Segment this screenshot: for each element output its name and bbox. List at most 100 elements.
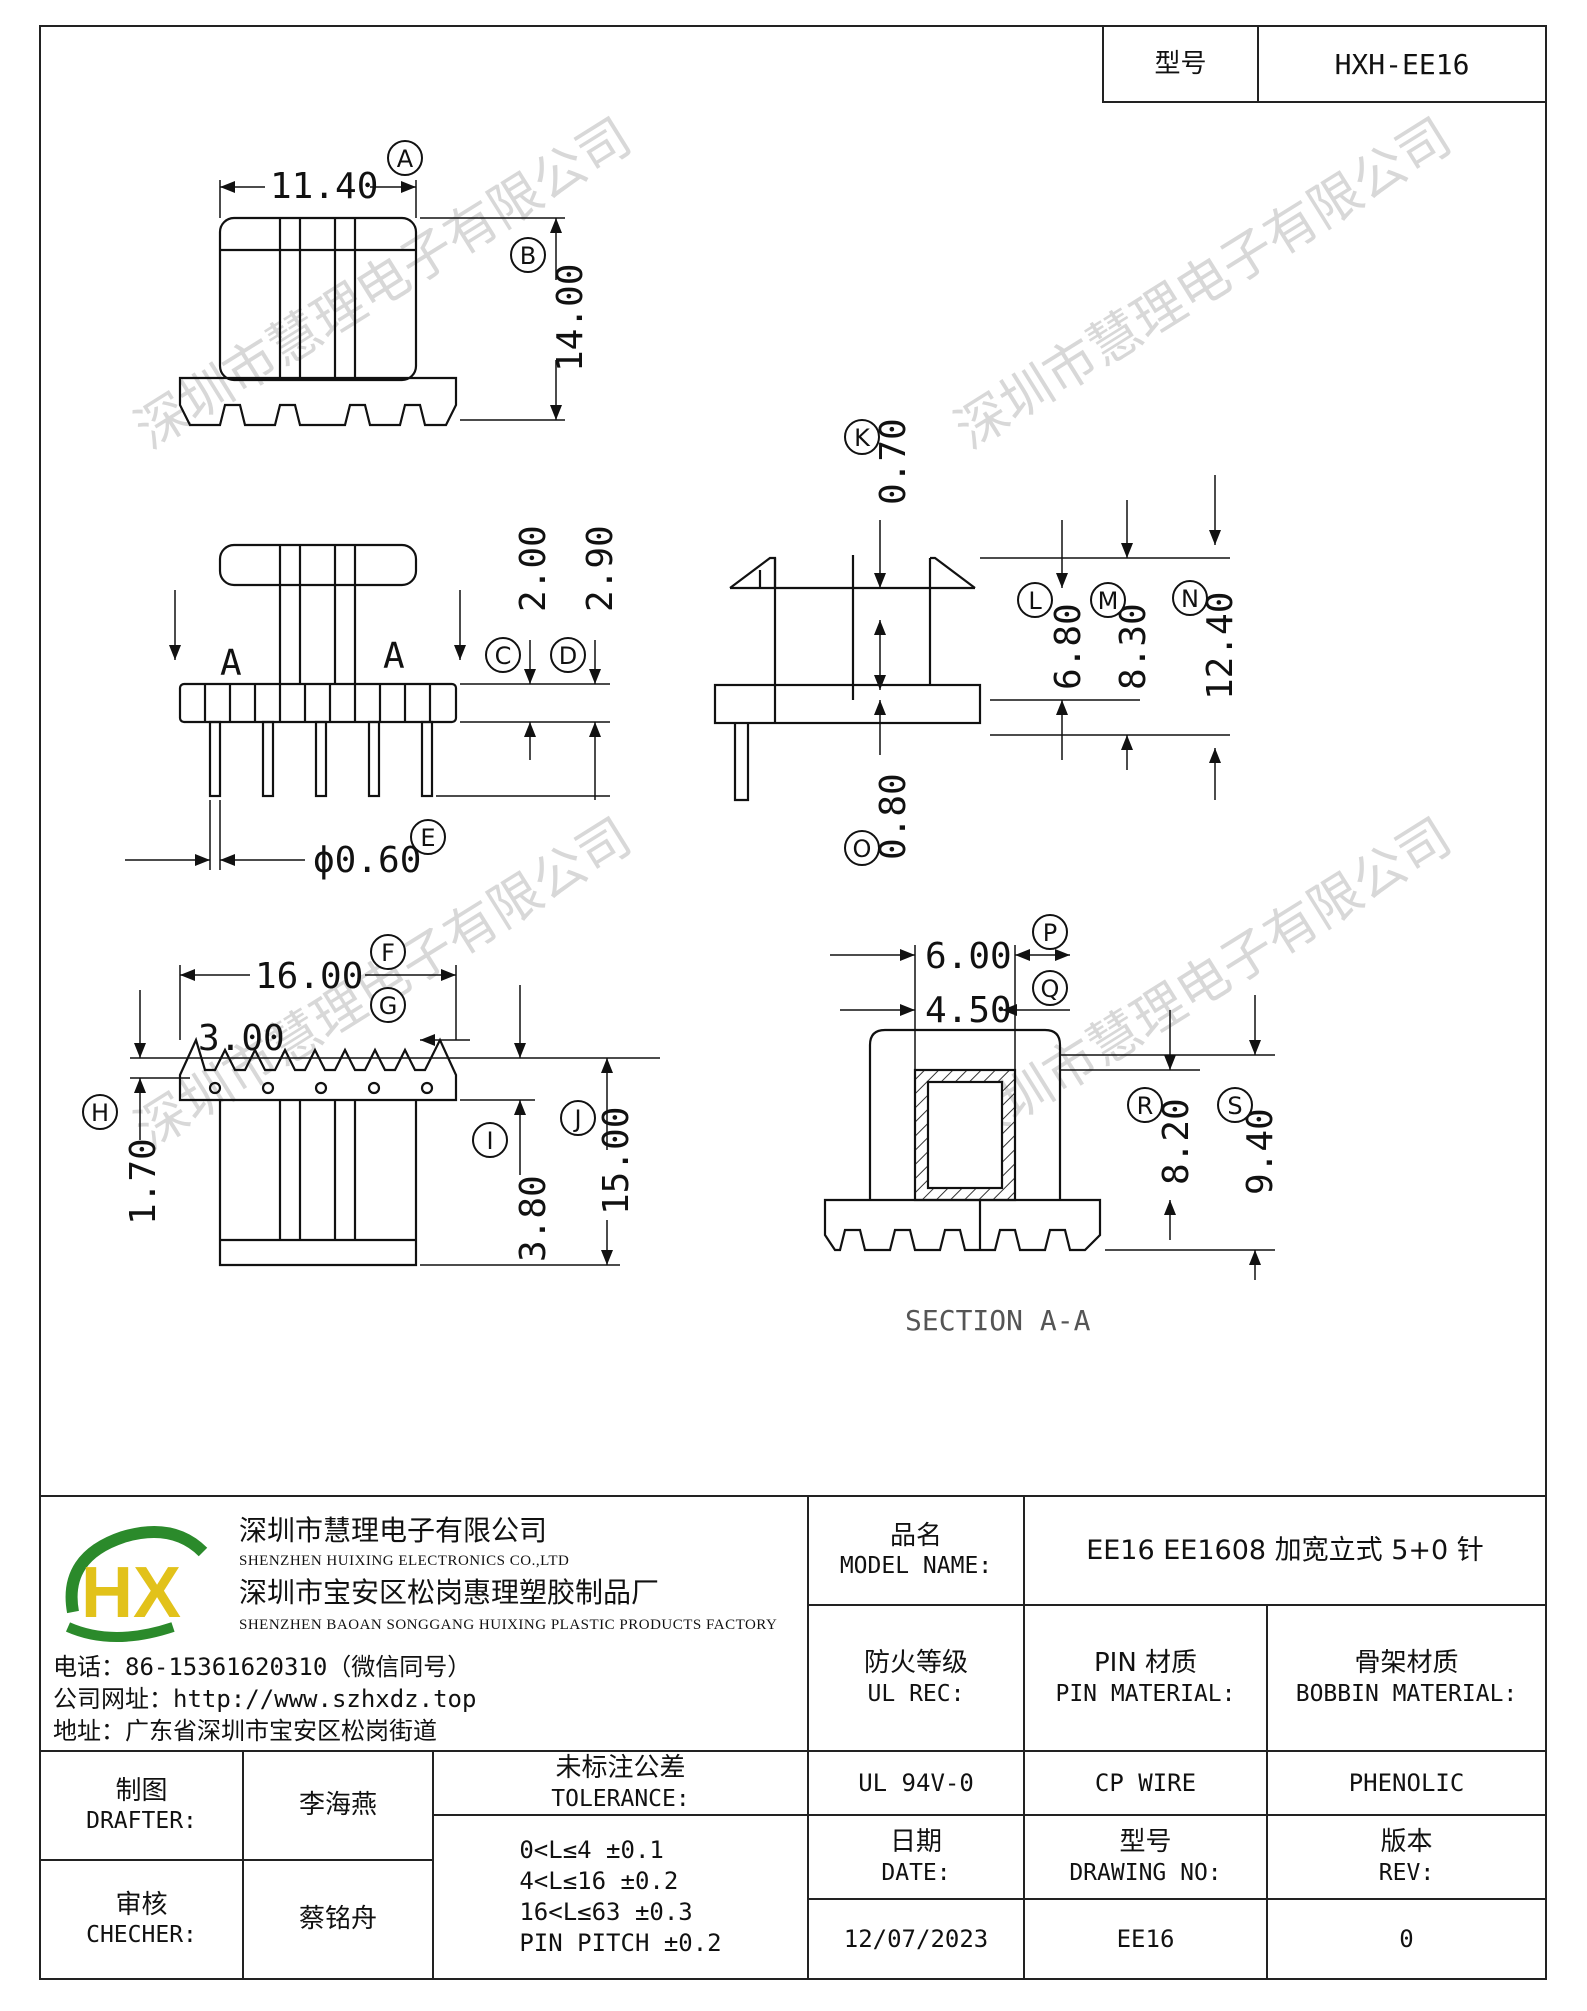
tolerance-line: 16<L≤63 ±0.3 xyxy=(519,1898,693,1926)
bobbin-value-text: PHENOLIC xyxy=(1348,1769,1465,1797)
bubble-r-circle xyxy=(1127,1087,1163,1123)
company-logo: HX xyxy=(65,1526,208,1642)
bubble-f-circle xyxy=(370,934,406,970)
bubble-s-circle xyxy=(1217,1087,1253,1123)
pin-value-text: CP WIRE xyxy=(1094,1769,1197,1797)
dim-l: 6.80 xyxy=(1048,603,1089,690)
company-info: HX 深圳市慧理电子有限公司 SHENZHEN HUIXING ELECTRON… xyxy=(39,1495,809,1752)
dim-j: 15.00 xyxy=(596,1107,637,1215)
dim-q: 4.50 xyxy=(925,990,1012,1031)
bobbin-material-label: 骨架材质 BOBBIN MATERIAL: xyxy=(1266,1604,1547,1752)
rev-en: REV: xyxy=(1378,1859,1435,1886)
dim-c: 2.00 xyxy=(513,525,554,612)
watermark: 深圳市慧理电子有限公司 xyxy=(945,807,1462,1161)
bobbin-material-value: PHENOLIC xyxy=(1266,1750,1547,1816)
model-name-en: MODEL NAME: xyxy=(839,1553,993,1580)
checker-zh: 审核 xyxy=(115,1889,168,1920)
bubble-e-circle xyxy=(410,819,446,855)
bubble-b-circle xyxy=(510,237,546,273)
factory-name-zh: 深圳市宝安区松岗惠理塑胶制品厂 xyxy=(239,1576,660,1609)
tolerance-en: TOLERANCE: xyxy=(551,1785,690,1812)
bubble-j-circle xyxy=(560,1100,596,1136)
tolerance-values: 0<L≤4 ±0.1 4<L≤16 ±0.2 16<L≤63 ±0.3 PIN … xyxy=(432,1814,809,1980)
dim-p: 6.00 xyxy=(925,936,1012,977)
bubble-l-circle xyxy=(1017,582,1053,618)
front-view xyxy=(178,216,458,427)
bubble-r: R xyxy=(1137,1092,1154,1120)
bubble-d-circle xyxy=(550,637,586,673)
bubble-q: Q xyxy=(1041,975,1060,1003)
dim-g: 3.00 xyxy=(198,1018,285,1059)
dim-d: 2.90 xyxy=(580,525,621,612)
ul-label: 防火等级 UL REC: xyxy=(807,1604,1025,1752)
logo-text: HX xyxy=(81,1553,181,1633)
section-marker-right: A xyxy=(383,636,405,677)
bubble-m-circle xyxy=(1090,582,1126,618)
company-phone: 电话：86-15361620310（微信同号） xyxy=(53,1653,472,1681)
bubble-a: A xyxy=(397,145,414,173)
bobbin-zh: 骨架材质 xyxy=(1354,1648,1459,1679)
company-name-en: SHENZHEN HUIXING ELECTRONICS CO.,LTD xyxy=(239,1553,570,1569)
ul-zh: 防火等级 xyxy=(863,1648,968,1679)
section-caption: SECTION A-A xyxy=(905,1304,1091,1337)
bubble-o: O xyxy=(853,835,872,863)
rev-zh: 版本 xyxy=(1380,1827,1433,1858)
bubble-p: P xyxy=(1043,919,1057,947)
checker-value: 蔡铭舟 xyxy=(242,1859,434,1980)
bubble-g-circle xyxy=(370,987,406,1023)
dimension-labels: 11.40 14.00 2.00 2.90 ϕ0.60 16.00 3.00 1… xyxy=(123,166,1281,1262)
bubble-j: J xyxy=(572,1105,581,1133)
bubble-h: H xyxy=(91,1099,109,1127)
tolerance-zh: 未标注公差 xyxy=(555,1753,686,1784)
tolerance-label: 未标注公差 TOLERANCE: xyxy=(432,1750,809,1816)
ul-value-text: UL 94V-0 xyxy=(858,1769,974,1797)
dim-a: 11.40 xyxy=(270,166,378,207)
tolerance-line: PIN PITCH ±0.2 xyxy=(519,1929,722,1958)
bubble-a-circle xyxy=(387,140,423,176)
date-value: 12/07/2023 xyxy=(807,1898,1025,1980)
bubble-p-circle xyxy=(1032,914,1068,950)
bubble-q-circle xyxy=(1032,970,1068,1006)
date-value-text: 12/07/2023 xyxy=(843,1925,989,1953)
top-pin-view xyxy=(178,1036,458,1267)
bubble-i-circle xyxy=(472,1122,508,1158)
date-zh: 日期 xyxy=(889,1827,942,1858)
dim-s: 9.40 xyxy=(1240,1108,1281,1195)
dim-o: 0.80 xyxy=(873,773,914,860)
model-name-label: 品名 MODEL NAME: xyxy=(807,1495,1025,1606)
watermark-group: 深圳市慧理电子有限公司 深圳市慧理电子有限公司 深圳市慧理电子有限公司 深圳市慧… xyxy=(125,107,1462,1161)
header-model-value: HXH-EE16 xyxy=(1257,25,1547,103)
bubble-n-circle xyxy=(1172,580,1208,616)
drafter-label: 制图 DRAFTER: xyxy=(39,1750,244,1861)
dim-b: 14.00 xyxy=(550,264,591,372)
drawing-no-value: EE16 xyxy=(1023,1898,1268,1980)
pin-en: PIN MATERIAL: xyxy=(1055,1680,1236,1707)
drafter-en: DRAFTER: xyxy=(86,1808,197,1835)
dim-k: 0.70 xyxy=(873,418,914,505)
dim-f: 16.00 xyxy=(255,956,363,997)
bubble-b: B xyxy=(520,242,536,270)
rev-value-text: 0 xyxy=(1399,1925,1414,1953)
dim-h: 1.70 xyxy=(123,1138,164,1225)
bubble-c-circle xyxy=(485,637,521,673)
pin-material-label: PIN 材质 PIN MATERIAL: xyxy=(1023,1604,1268,1752)
company-name-zh: 深圳市慧理电子有限公司 xyxy=(239,1514,548,1547)
tolerance-line: 0<L≤4 ±0.1 xyxy=(519,1835,664,1864)
tolerance-line: 4<L≤16 ±0.2 xyxy=(519,1866,679,1895)
section-marker-left: A xyxy=(220,643,242,684)
drawno-zh: 型号 xyxy=(1119,1827,1172,1858)
date-label: 日期 DATE: xyxy=(807,1814,1025,1900)
dim-e: ϕ0.60 xyxy=(313,840,421,881)
model-name-zh: 品名 xyxy=(889,1520,942,1551)
model-value-text: HXH-EE16 xyxy=(1334,47,1470,81)
bubble-n: N xyxy=(1181,585,1199,613)
bubble-k-circle xyxy=(844,419,880,455)
checker-label: 审核 CHECHER: xyxy=(39,1859,244,1980)
dim-n: 12.40 xyxy=(1200,592,1241,700)
tolerance-list: 0<L≤4 ±0.1 4<L≤16 ±0.2 16<L≤63 ±0.3 PIN … xyxy=(519,1835,721,1960)
bubble-o-circle xyxy=(844,830,880,866)
bubble-g: G xyxy=(379,992,398,1020)
drawing-no-label: 型号 DRAWING NO: xyxy=(1023,1814,1268,1900)
model-name-value: EE16 EE1608 加宽立式 5+0 针 xyxy=(1023,1495,1547,1606)
